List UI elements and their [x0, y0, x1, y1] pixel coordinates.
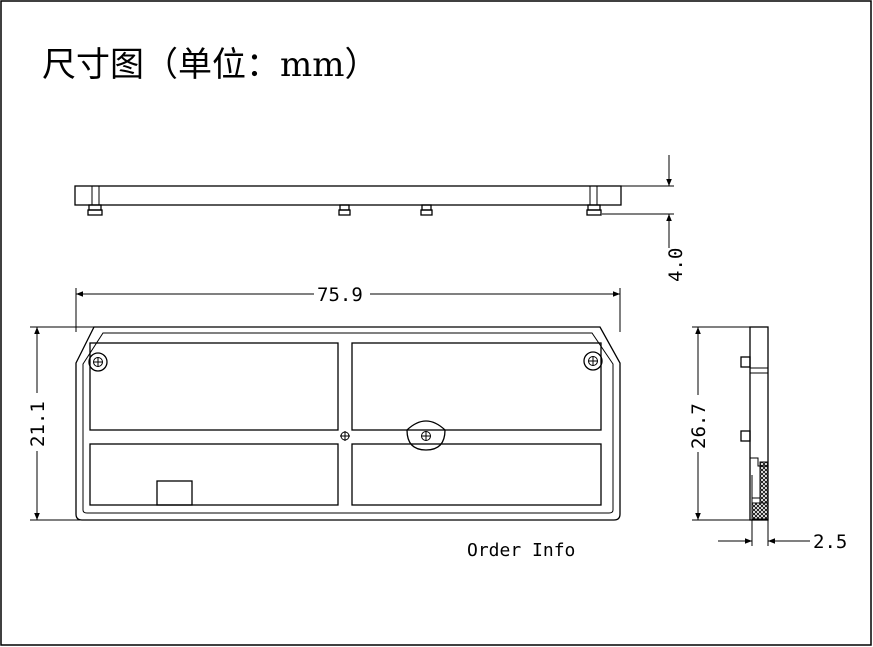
top-view: 4.0	[74, 155, 687, 282]
screw-hole-right	[583, 351, 603, 371]
width-label: 75.9	[317, 284, 363, 306]
window-bottom-left	[89, 443, 339, 506]
front-view-inner-frame	[82, 332, 614, 514]
side-view-hatch	[751, 502, 769, 520]
window-top-left	[89, 342, 339, 431]
thickness-label: 4.0	[665, 248, 687, 282]
window-bottom-right	[351, 443, 602, 506]
screw-hole-left	[88, 352, 108, 372]
side-view: 26.7 2.5	[688, 326, 847, 553]
side-depth-label: 2.5	[813, 531, 847, 553]
side-height-label: 26.7	[688, 403, 710, 449]
front-view-outline	[75, 326, 621, 521]
window-top-right	[351, 342, 602, 431]
top-view-pin	[87, 204, 103, 216]
height-label: 21.1	[27, 401, 49, 447]
page-title: 尺寸图（单位：mm）	[42, 45, 378, 85]
side-view-pin	[740, 430, 751, 442]
screw-center	[340, 431, 350, 441]
top-view-pin	[338, 204, 351, 216]
screw-boss	[406, 420, 446, 451]
top-view-pin	[420, 204, 433, 216]
top-view-pin	[586, 204, 602, 216]
order-info-label: Order Info	[467, 540, 575, 561]
top-view-body	[74, 185, 622, 206]
window-tab	[156, 480, 193, 506]
side-view-pin	[740, 356, 751, 368]
front-view: 75.9 21.1	[27, 284, 621, 521]
